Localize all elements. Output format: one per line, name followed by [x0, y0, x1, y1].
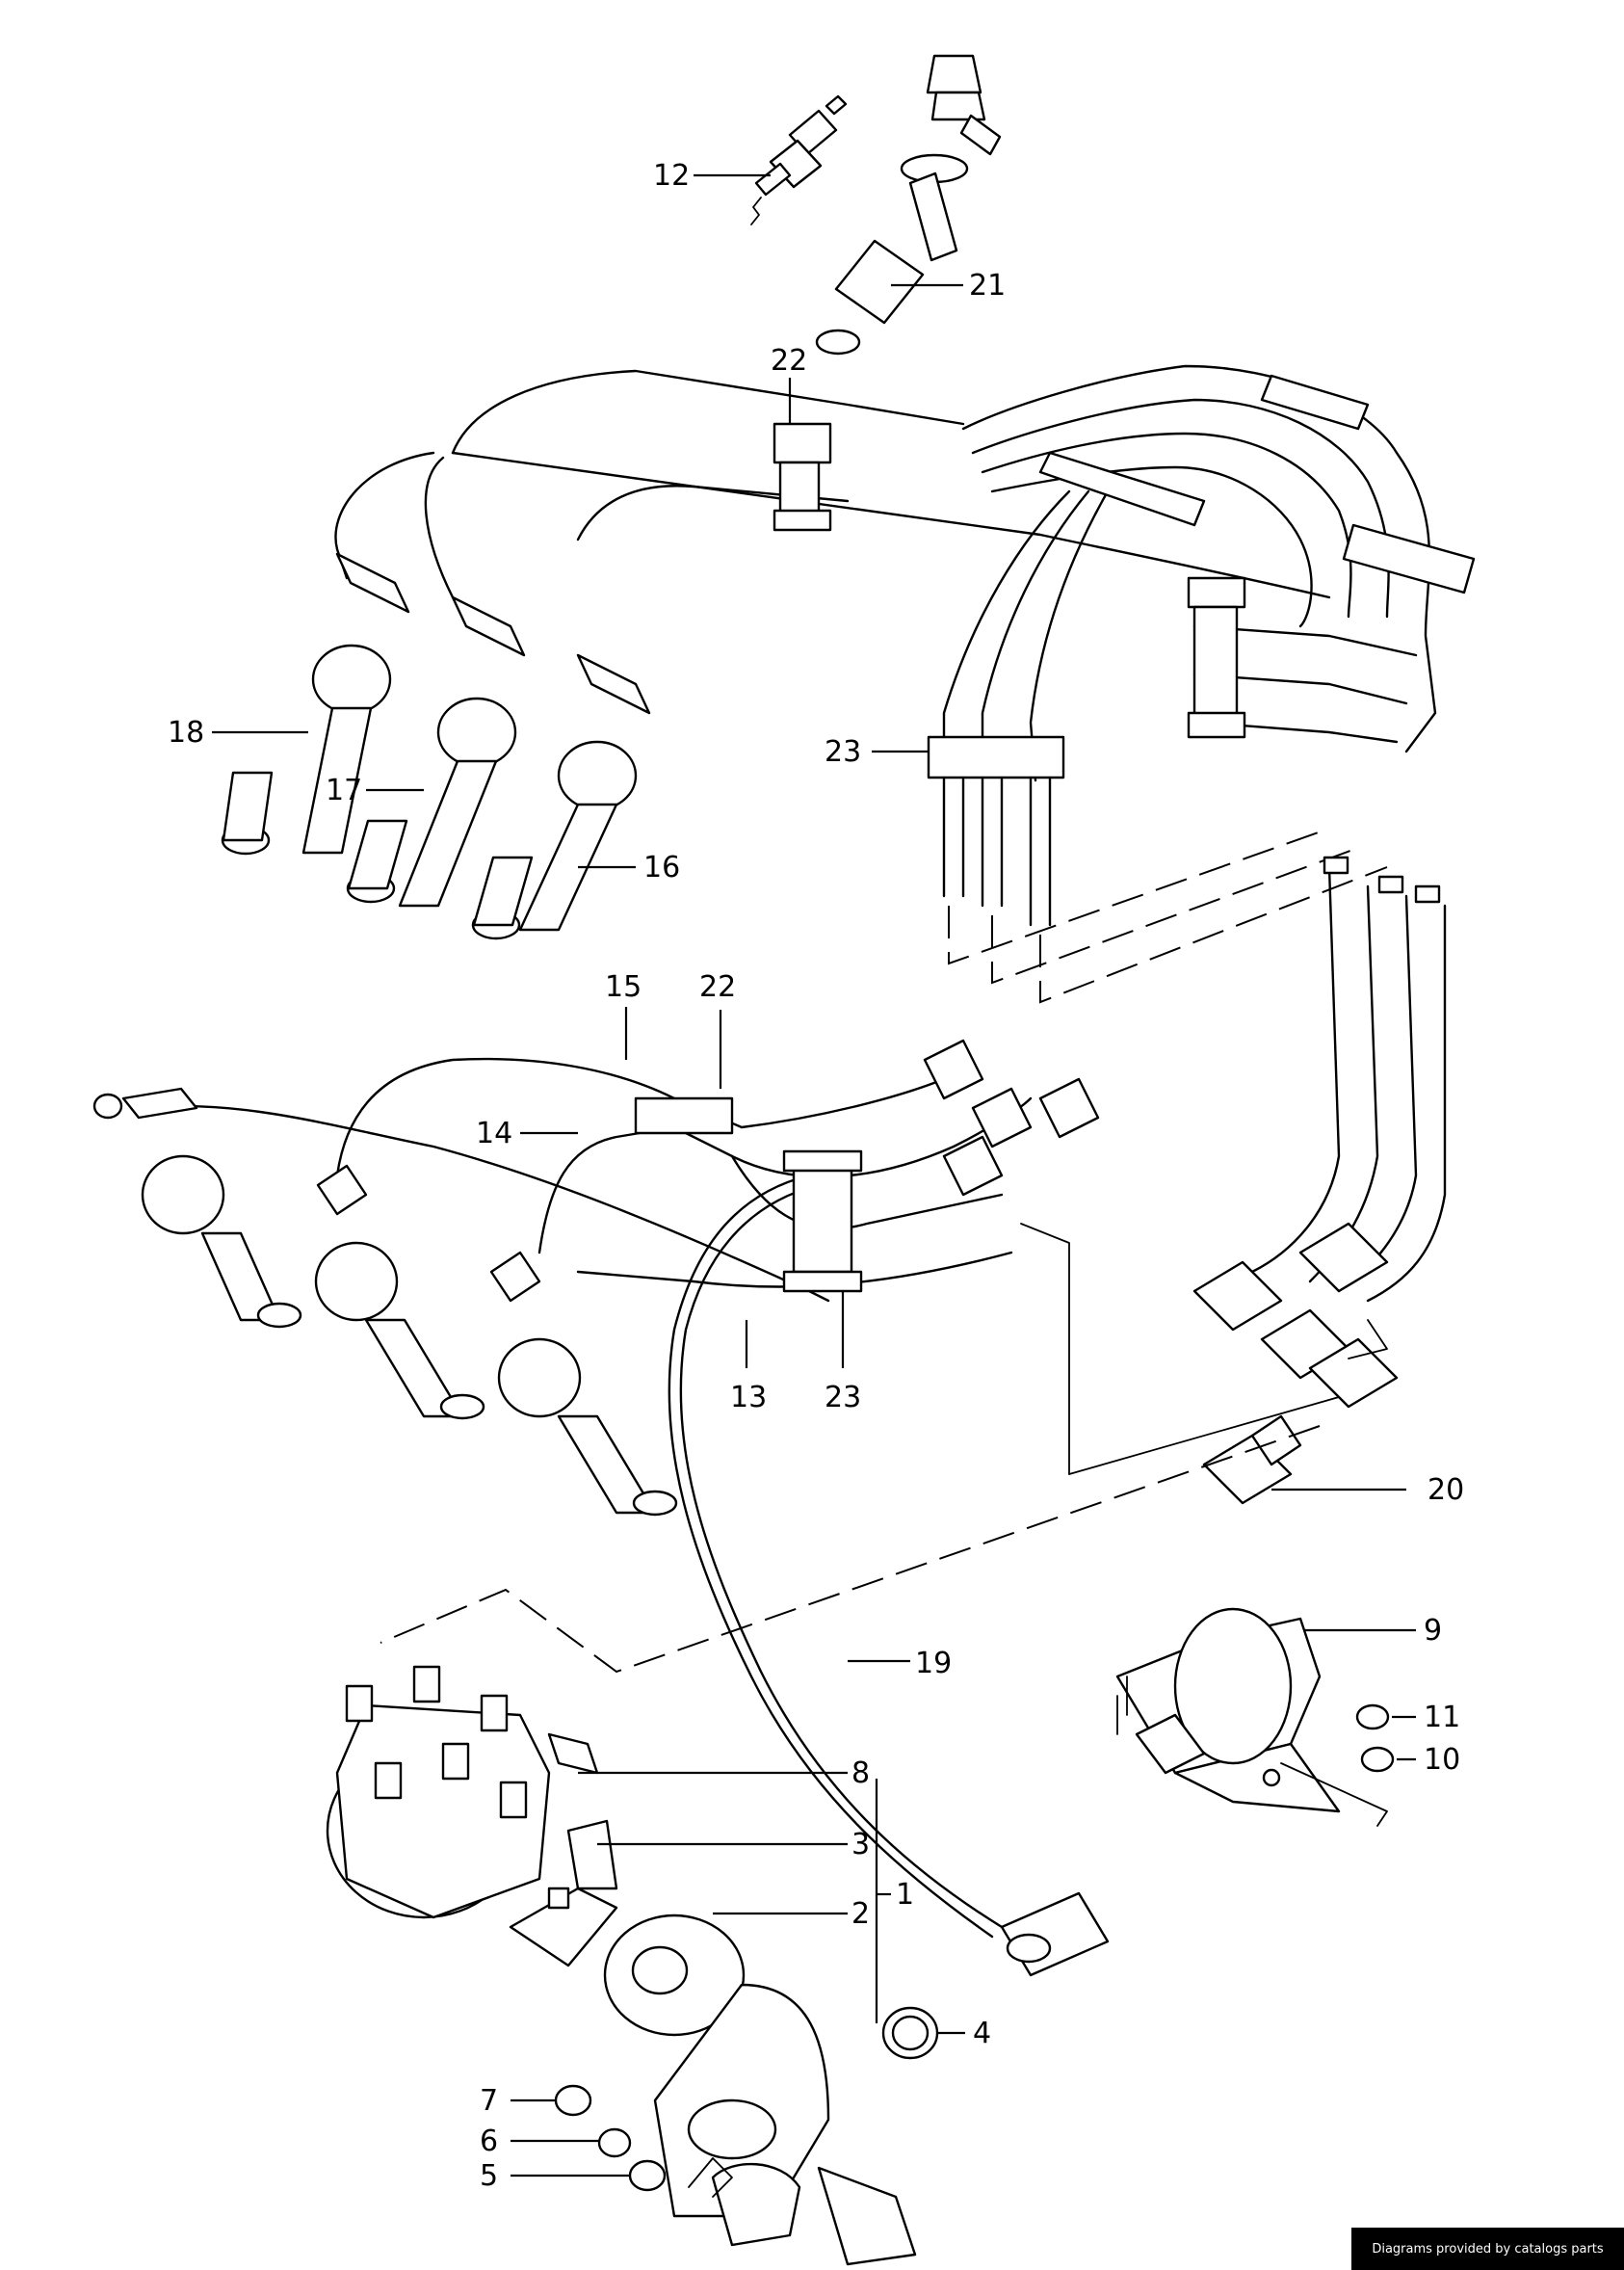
ignition-coil[interactable] [1115, 1607, 1341, 1813]
callout-13: 13 [730, 1381, 767, 1414]
spark-plug-connector-set-lower[interactable] [92, 1087, 678, 1517]
callout-10: 10 [1424, 1743, 1460, 1777]
callout-21: 21 [969, 269, 1006, 303]
callout-5: 5 [480, 2159, 498, 2193]
spark-plug-connector[interactable] [815, 54, 1002, 356]
coil-lead[interactable] [1000, 1891, 1110, 1977]
callout-1: 1 [896, 1878, 914, 1912]
ignition-lead-set-right[interactable] [334, 364, 1476, 1004]
callout-22-upper: 22 [771, 344, 807, 378]
callout-labels: 1 2 3 4 5 6 7 8 9 10 11 12 13 14 15 16 1… [168, 159, 1464, 2193]
attribution-footer: Diagrams provided by catalogs parts [1351, 2228, 1624, 2270]
callout-2: 2 [851, 1897, 870, 1931]
connector[interactable] [1202, 1414, 1302, 1505]
callout-9: 9 [1424, 1614, 1442, 1648]
nut[interactable] [1355, 1703, 1390, 1730]
distributor-rotor[interactable] [509, 1819, 618, 1967]
spring-washer[interactable] [597, 2127, 632, 2158]
callout-6: 6 [480, 2125, 498, 2158]
spark-plug-connector-set-upper[interactable] [221, 552, 651, 940]
callout-3: 3 [851, 1828, 870, 1861]
o-ring[interactable] [881, 2006, 939, 2060]
washer[interactable] [1360, 1746, 1395, 1773]
callout-12: 12 [653, 159, 690, 193]
callout-7: 7 [480, 2084, 498, 2118]
callout-17: 17 [326, 774, 362, 807]
callout-8: 8 [851, 1756, 870, 1790]
leader-lines [212, 173, 1416, 2178]
callout-14: 14 [476, 1117, 512, 1150]
callout-11: 11 [1424, 1701, 1460, 1734]
callout-15: 15 [605, 970, 642, 1004]
distributor[interactable] [603, 1914, 917, 2266]
callout-22-lower: 22 [699, 970, 736, 1004]
nut-7[interactable] [554, 2084, 592, 2117]
attribution-text: Diagrams provided by catalogs parts [1372, 2241, 1604, 2257]
callout-18: 18 [168, 716, 204, 750]
ignition-lead-set-left[interactable] [143, 1039, 1100, 1939]
washer-5[interactable] [628, 2159, 667, 2192]
spark-plug[interactable] [750, 94, 848, 225]
callout-16: 16 [643, 851, 680, 884]
distributor-cap[interactable] [326, 1665, 599, 1919]
ignition-lead-right-drop[interactable] [1192, 856, 1447, 1409]
callout-23-upper: 23 [825, 735, 861, 769]
callout-4: 4 [973, 2017, 991, 2050]
callout-23-lower: 23 [825, 1381, 861, 1414]
callout-19: 19 [915, 1647, 952, 1680]
callout-20: 20 [1428, 1473, 1464, 1507]
